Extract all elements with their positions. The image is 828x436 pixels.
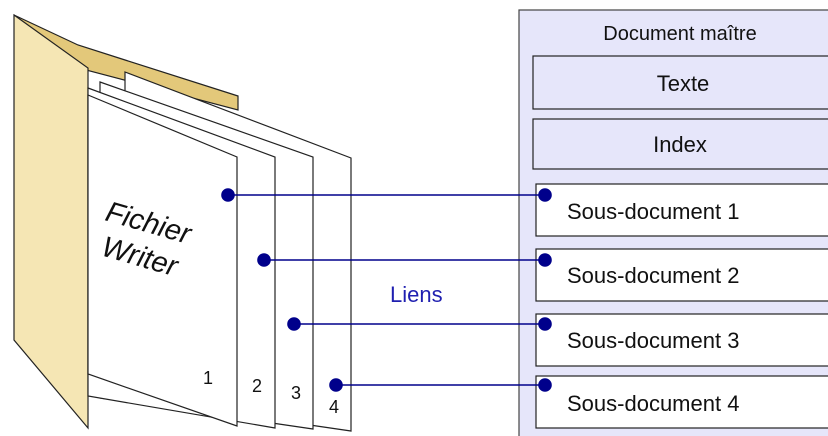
subdocument-box-2: [535, 248, 828, 302]
subdocument-label-1: Sous-document 1: [567, 199, 739, 224]
master-document: Document maître Texte Index Sous-documen…: [518, 9, 828, 436]
index-section-label: Index: [653, 132, 707, 157]
master-document-title: Document maître: [603, 23, 756, 45]
subdocument-box-1: [535, 183, 828, 237]
link-endpoint-subdoc-3: [538, 317, 552, 331]
page-stack: [87, 71, 352, 432]
page-number-1: 1: [203, 368, 213, 388]
page-number-2: 2: [252, 376, 262, 396]
subdocument-box-4: [535, 375, 828, 429]
link-endpoint-page-2: [257, 253, 271, 267]
link-endpoint-page-1: [221, 188, 235, 202]
page-number-4: 4: [329, 397, 339, 417]
subdocument-label-4: Sous-document 4: [567, 391, 739, 416]
page-1: [87, 94, 238, 427]
link-endpoint-subdoc-2: [538, 253, 552, 267]
text-section-label: Texte: [657, 71, 710, 96]
subdocument-box-3: [535, 313, 828, 367]
subdocument-label-3: Sous-document 3: [567, 328, 739, 353]
subdocument-label-2: Sous-document 2: [567, 263, 739, 288]
links-label: Liens: [390, 282, 443, 307]
link-endpoint-page-3: [287, 317, 301, 331]
page-number-3: 3: [291, 383, 301, 403]
link-endpoint-subdoc-1: [538, 188, 552, 202]
text-section-box: [532, 55, 828, 110]
link-endpoint-page-4: [329, 378, 343, 392]
folder-front: [13, 13, 89, 430]
link-endpoint-subdoc-4: [538, 378, 552, 392]
writer-folder: [13, 13, 239, 430]
links: [221, 188, 552, 392]
index-section-box: [532, 118, 828, 170]
